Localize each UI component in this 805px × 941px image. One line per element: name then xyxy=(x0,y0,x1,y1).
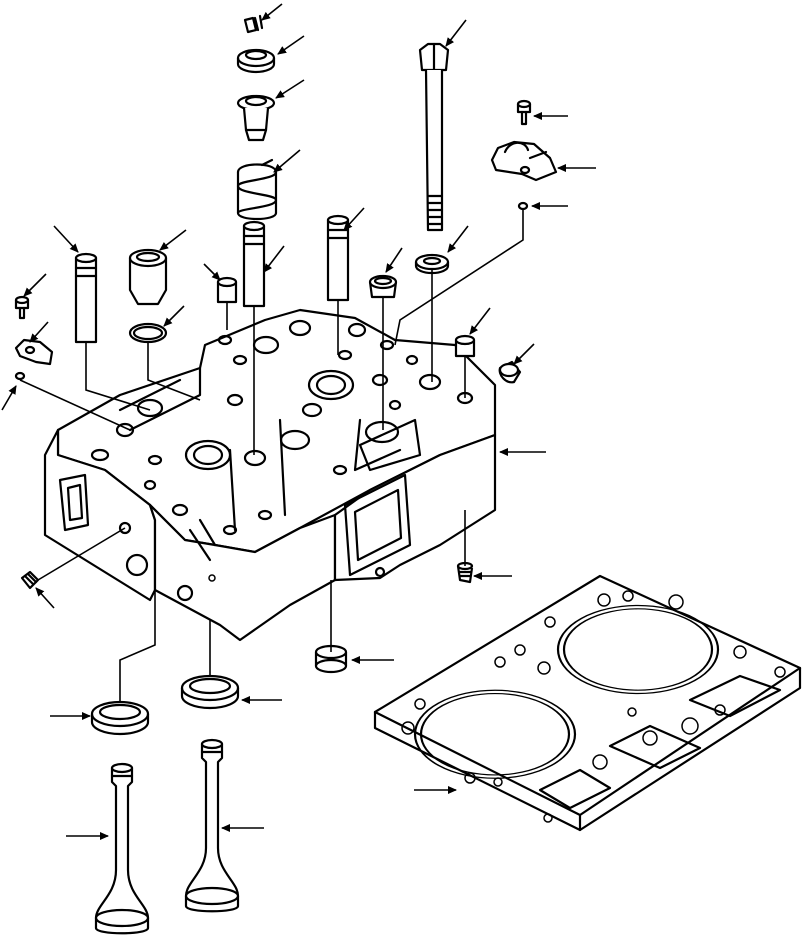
intake-valve xyxy=(94,762,150,935)
pipe-plug-left xyxy=(20,570,40,590)
expansion-plug-side xyxy=(498,360,522,384)
callout-arrow xyxy=(343,207,365,231)
callout-arrow xyxy=(203,263,221,281)
callout-arrow xyxy=(385,247,403,273)
callout-arrow xyxy=(159,229,187,251)
callout-arrow xyxy=(445,19,467,47)
valve-keepers xyxy=(243,14,264,34)
bracket-capscrew-left xyxy=(14,295,30,320)
valve-guide-left xyxy=(74,252,98,344)
valve-spring xyxy=(236,158,278,221)
dowel-left xyxy=(14,371,26,381)
head-gasket xyxy=(373,574,802,832)
callout-arrow xyxy=(23,273,47,297)
valve-seat-insert-right xyxy=(180,674,240,710)
exhaust-valve xyxy=(184,738,240,913)
callout-arrow xyxy=(261,3,283,21)
leader-lines xyxy=(19,210,524,702)
callout-arrow xyxy=(35,587,55,609)
bracket-left xyxy=(14,338,54,366)
spring-retainer xyxy=(236,48,276,74)
rocker-bracket xyxy=(490,140,558,182)
sleeve-o-ring xyxy=(128,322,168,344)
callout-arrow xyxy=(1,385,17,411)
crosshead-guide-seal xyxy=(368,274,398,299)
callout-arrow xyxy=(263,245,285,273)
upper-spring-seat xyxy=(236,94,276,142)
expansion-plug-top xyxy=(454,334,476,358)
valve-seat-insert-left xyxy=(90,700,150,736)
callout-arrow xyxy=(29,321,49,343)
callout-arrow xyxy=(277,35,305,55)
rocker-capscrew xyxy=(516,99,532,126)
cylinder-head xyxy=(43,308,497,642)
callout-arrows xyxy=(1,3,596,840)
callout-arrow xyxy=(513,343,535,365)
valve-guide-center xyxy=(242,220,266,308)
plug-small xyxy=(216,276,238,304)
head-bolt xyxy=(418,42,450,232)
dowel-ring xyxy=(517,201,529,211)
injector-sleeve xyxy=(128,248,168,306)
callout-arrow xyxy=(273,149,301,173)
callout-arrow xyxy=(469,307,491,335)
callout-arrow xyxy=(163,305,185,327)
callout-arrow xyxy=(447,225,469,253)
callout-arrow xyxy=(275,79,305,99)
callout-arrow xyxy=(53,225,79,253)
